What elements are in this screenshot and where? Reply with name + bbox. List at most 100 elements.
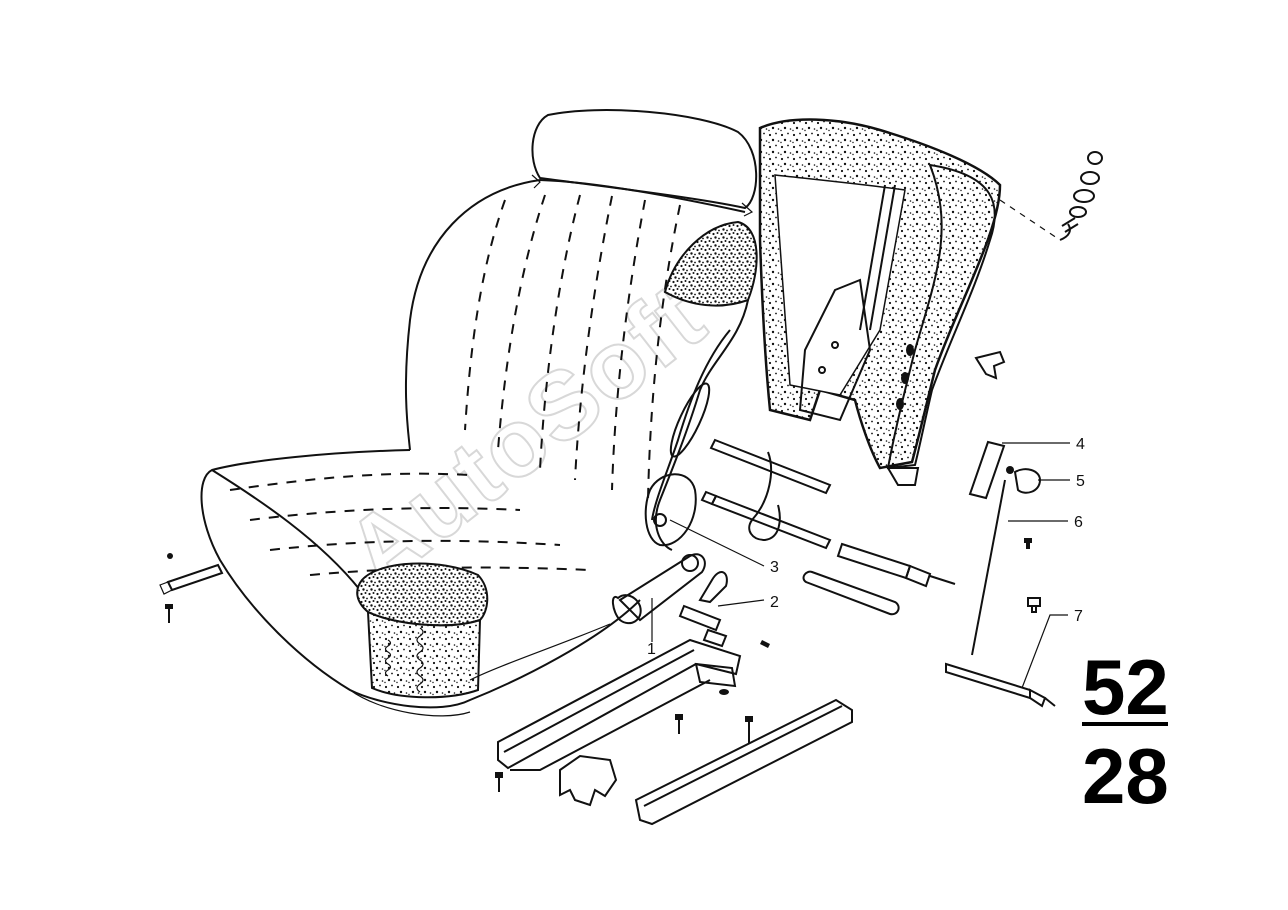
left-rod-assembly [159,553,224,623]
frame-hole [896,398,904,410]
callout-1: 1 [647,641,656,658]
seat-rails [495,638,853,826]
part-5-knob [1013,468,1042,494]
bolt-icon [1059,217,1079,241]
washer-icon [167,553,173,559]
screw-icon [760,640,770,648]
seat-front-cushion-side [366,610,482,699]
seat-assembly [200,109,758,717]
watermark: AutoSoft [326,262,726,608]
adjuster-wheel [612,594,642,625]
screw-icon [165,604,173,623]
tube [836,542,912,580]
washer-icon [1069,206,1087,218]
screw-icon [675,714,683,734]
part-6-rod [971,479,1006,656]
screw-icon [745,716,753,744]
part-2-bracket [678,604,722,632]
leader-7 [1021,614,1068,689]
watermark-text: AutoSoft [327,263,725,607]
seat-rail-left-channel [503,649,695,753]
backrest-frame-curved-side [886,163,996,470]
callout-2: 2 [770,594,779,611]
washer-icon [1073,189,1095,203]
backrest-top-edge [539,179,746,213]
leader-3 [669,519,765,567]
hinge-pin-long [710,494,832,550]
headrest-mount-left [531,174,541,189]
cable [469,623,611,681]
backrest-outline [404,179,541,451]
washer-icon [1080,171,1100,185]
small-nut-icon [1027,597,1041,613]
nut-icon [719,689,729,695]
small-clamp [702,628,728,648]
rubber-sleeve [802,570,900,616]
spring-strap [748,451,781,542]
tube-cap [904,564,932,588]
page-number: 52 28 [1082,643,1169,820]
backrest-frame-bracket [798,278,872,422]
part-7-tip [1044,697,1056,707]
backrest-frame-rod-2 [869,184,896,331]
callout-6: 6 [1074,514,1083,531]
page-number-bottom: 28 [1082,732,1169,820]
seat-cushion-outline [200,449,641,709]
callout-3: 3 [770,559,779,576]
seat-rail-left-bottom [510,679,711,771]
backrest-side-frame-inner [651,329,731,521]
hinge-plate [644,473,697,547]
backrest-pleat [464,199,506,431]
headrest-mount-right [741,202,754,217]
frame-foot [886,467,920,486]
hinge-arm-bore [681,554,699,572]
backrest-side-cushion [663,220,758,307]
seat-spring-coil [384,639,392,677]
part-5-screw [1006,466,1014,474]
seat-rail-right [634,698,853,826]
frame-dashed-link [999,199,1061,241]
callout-5: 5 [1076,473,1085,490]
bracket-hole [818,366,826,374]
frame-hole [901,372,909,384]
seat-front-lip [349,689,471,717]
callout-4: 4 [1076,436,1085,453]
leader-2 [717,599,765,607]
backrest-pleat [611,199,646,491]
seat-rail-left [497,638,742,770]
seat-rail-bracket [559,754,618,807]
callout-7: 7 [1074,608,1083,625]
seat-pleat [229,472,471,491]
side-rod-end [159,581,173,595]
page-number-divider [1082,722,1168,726]
fastener-cluster [1059,151,1103,241]
backrest-pleat [574,195,613,481]
seat-pleat [269,539,561,551]
small-screw-icon [1024,538,1032,549]
seat-pleat [249,507,521,521]
frame-cross-bar [709,438,832,495]
backrest-frame-inner-panel [774,174,906,396]
callout-leaders [651,442,1070,689]
clip-icon [974,350,1006,380]
side-rod [166,563,224,592]
bracket-hole [831,341,839,349]
nut-icon [1087,151,1103,165]
part-7-rod [945,662,1031,700]
part-4-cover [968,440,1006,500]
headrest [531,109,758,210]
part-7-rod-end [1029,688,1047,708]
seat-pleat [309,566,591,576]
callouts: 1 2 3 4 5 6 7 [647,436,1085,658]
hinge-pivot-hole [653,513,667,527]
screw-icon [495,772,503,792]
frame-hole [906,344,914,356]
seat-rail-left-mount [694,662,737,688]
seat-rail-right-inner [643,705,843,807]
right-parts [945,440,1056,708]
page-number-top: 52 [1082,643,1169,731]
backrest-frame [709,118,1061,495]
hinge-arm-assembly [469,553,770,681]
seat-spring-coil [416,627,424,693]
